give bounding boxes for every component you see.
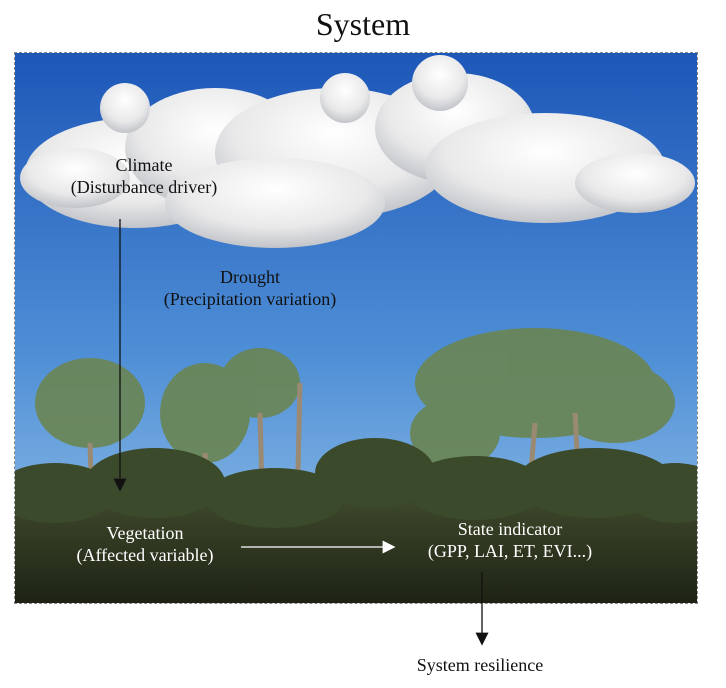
diagram-title: System (315, 6, 411, 42)
drought-name: Drought (220, 267, 280, 287)
tree-crowns (35, 328, 675, 468)
system-resilience-label: System resilience (416, 655, 544, 675)
vegetation-detail: (Affected variable) (76, 545, 214, 565)
climate-detail: (Disturbance driver) (70, 177, 218, 197)
climate-label: Climate (Disturbance driver) (44, 154, 244, 198)
cloud (20, 55, 695, 248)
state-indicator-name: State indicator (457, 519, 563, 539)
state-indicator-detail: (GPP, LAI, ET, EVI...) (427, 541, 593, 561)
drought-detail: (Precipitation variation) (163, 289, 337, 309)
vegetation-label: Vegetation (Affected variable) (50, 522, 240, 566)
forest-canopy (15, 438, 697, 603)
vegetation-name: Vegetation (106, 523, 184, 543)
state-indicator-label: State indicator (GPP, LAI, ET, EVI...) (392, 518, 628, 562)
drought-label: Drought (Precipitation variation) (130, 266, 370, 310)
climate-name: Climate (115, 155, 173, 175)
landscape-illustration (15, 53, 697, 603)
photo-background (14, 52, 698, 604)
arrow-layer (113, 219, 396, 554)
